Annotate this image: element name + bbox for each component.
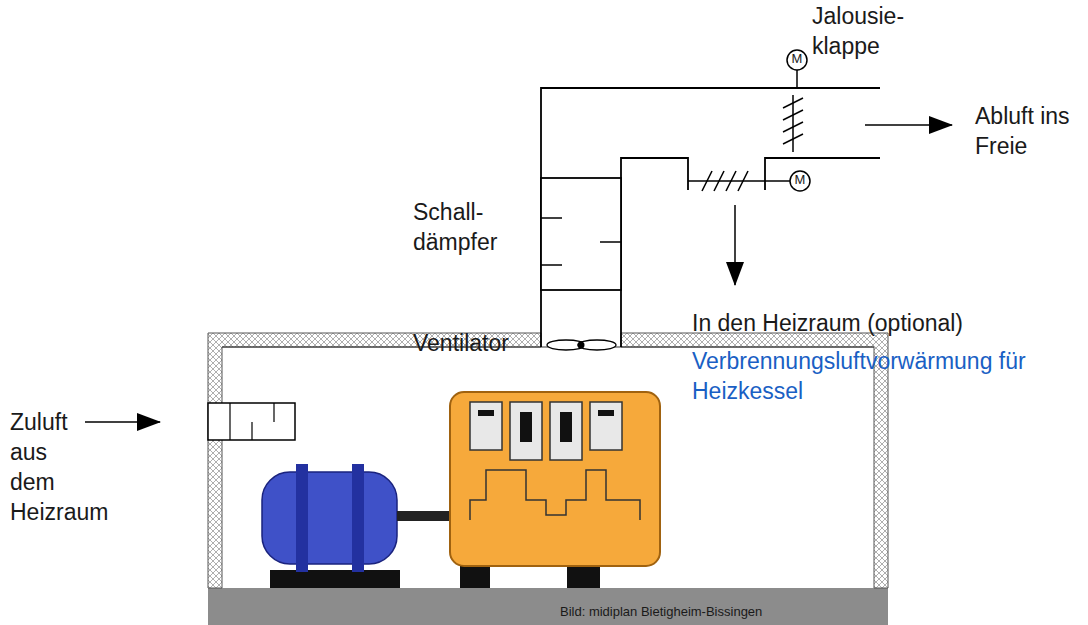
exhaust-label: Abluft ins Freie [975,102,1080,162]
air-grille [208,403,295,440]
image-credit: Bild: midiplan Bietigheim-Bissingen [560,602,890,623]
inflow-label: Zuluft aus dem Heizraum [10,408,90,528]
silencer [541,178,621,290]
fan-label: Ventilator [413,329,533,359]
motor-symbol-label: M [789,49,805,70]
motor-symbol-label: M [792,170,808,191]
damper-label: Jalousie- klappe [812,2,922,62]
branch-arrow [734,205,736,285]
floor [208,588,888,625]
silencer-label: Schall- dämpfer [413,198,523,258]
compressor [450,392,660,588]
exhaust-arrow [865,124,952,126]
duct [541,88,880,347]
fan [547,340,616,350]
louver-damper [783,50,807,152]
branch-damper [688,171,810,191]
branch-label: In den Heizraum (optional) [692,309,1082,339]
inflow-arrow [85,421,160,423]
electric-motor [262,464,452,588]
preheat-label: Verbrennungsluftvorwärmung für Heizkesse… [692,347,1082,407]
